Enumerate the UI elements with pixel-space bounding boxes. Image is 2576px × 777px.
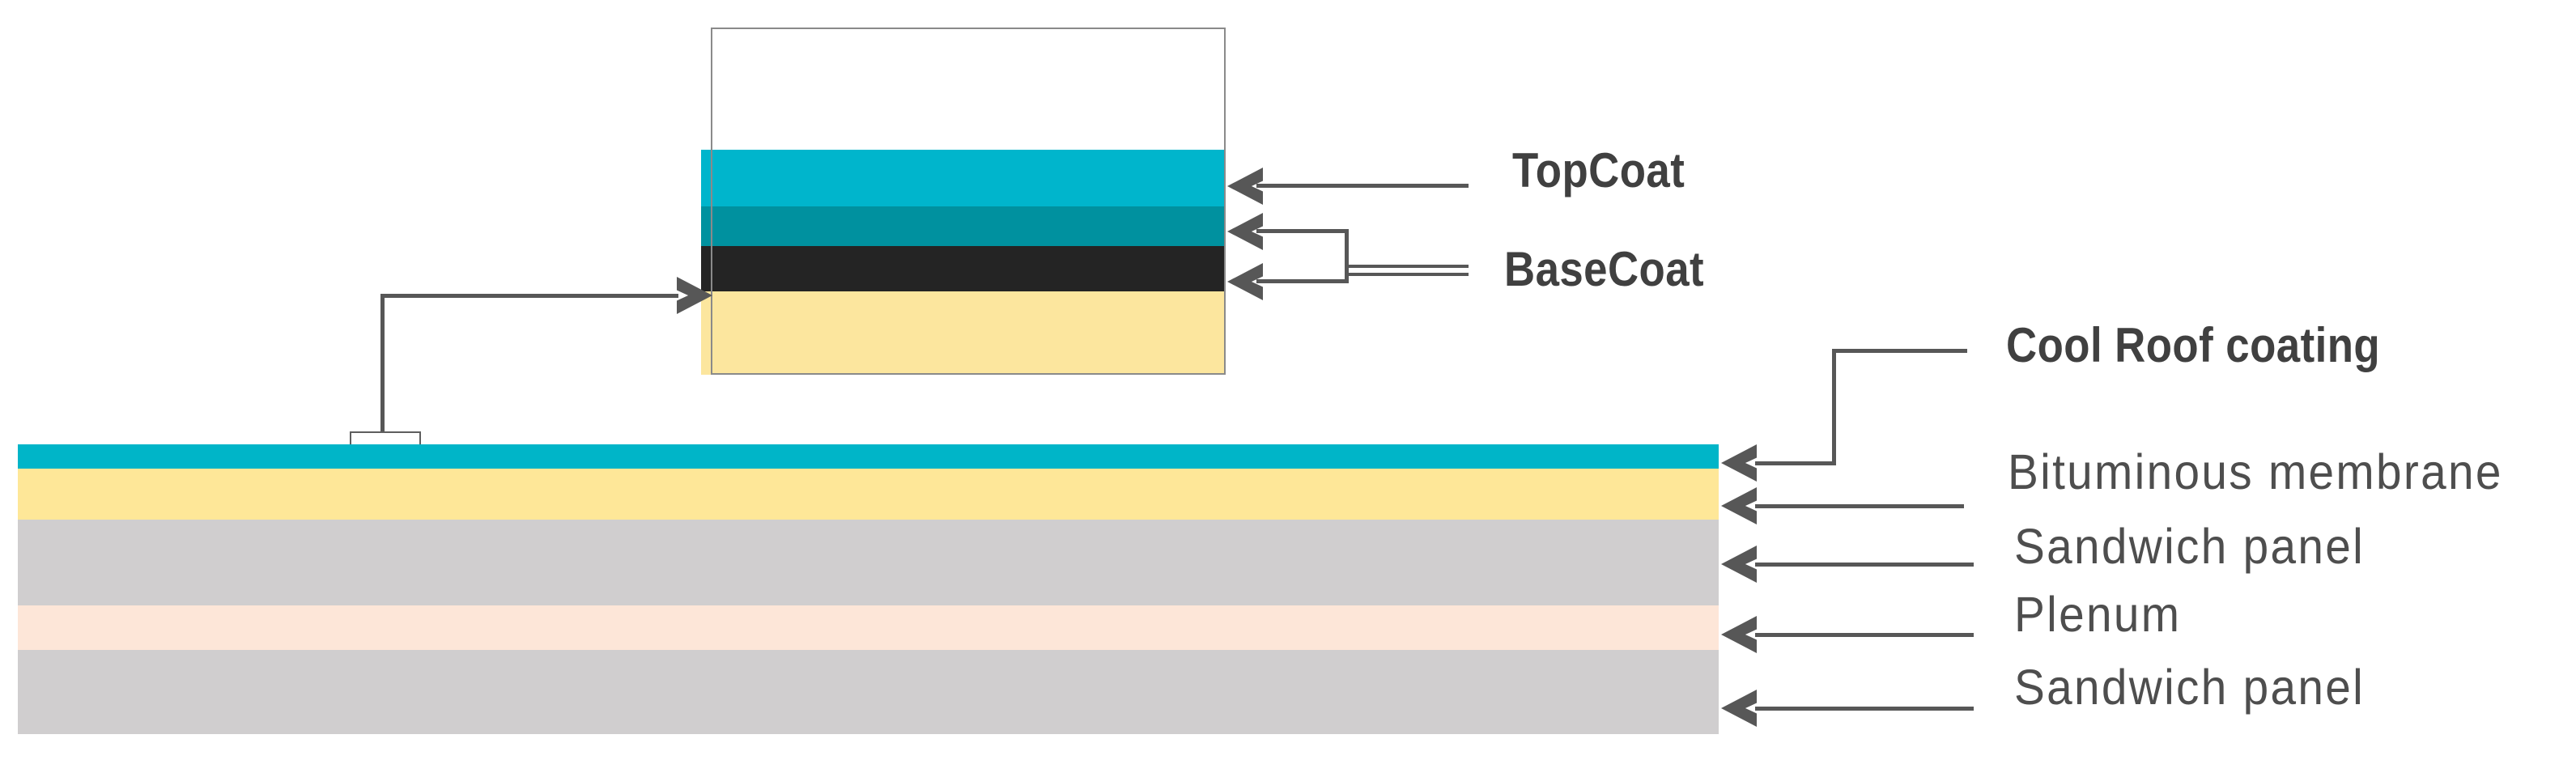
inset-membrane-band	[701, 291, 1226, 375]
cool-roof-coating-label: Cool Roof coating	[2006, 318, 2381, 372]
cool-roof-coating-arrowhead-icon	[1721, 444, 1757, 482]
zoom-connector-horizontal-line	[380, 294, 678, 298]
cool-roof-coating-arrow-line	[1755, 461, 1836, 465]
bituminous-membrane-label: Bituminous membrane	[2008, 444, 2503, 499]
roof-sandwich-panel-top-layer	[18, 520, 1719, 605]
magnified-inset-box	[711, 28, 1226, 375]
cool-roof-coating-elbow-horizontal	[1832, 349, 1967, 353]
cool-roof-coating-elbow-vertical	[1832, 349, 1836, 465]
inset-basecoat-upper-band	[701, 206, 1226, 246]
roof-cool-coating-layer	[18, 444, 1719, 469]
sandwich-panel-bottom-arrow-line	[1755, 707, 1974, 711]
sandwich-panel-bottom-arrowhead-icon	[1721, 690, 1757, 727]
basecoat-label: BaseCoat	[1504, 242, 1705, 296]
basecoat-upper-arrow-line	[1256, 229, 1347, 233]
zoom-connector-vertical-line	[380, 295, 385, 431]
sandwich-panel-top-arrowhead-icon	[1721, 546, 1757, 583]
roof-plenum-layer	[18, 605, 1719, 650]
roof-sandwich-panel-bottom-layer	[18, 650, 1719, 734]
basecoat-double-line	[1349, 265, 1469, 276]
topcoat-label: TopCoat	[1512, 143, 1685, 197]
bituminous-membrane-arrowhead-icon	[1721, 487, 1757, 524]
plenum-arrowhead-icon	[1721, 616, 1757, 653]
sandwich-panel-bottom-label: Sandwich panel	[2014, 660, 2366, 715]
sandwich-panel-top-arrow-line	[1755, 563, 1974, 567]
basecoat-lower-arrow-line	[1256, 279, 1347, 283]
basecoat-bracket-line	[1345, 229, 1349, 283]
inset-basecoat-lower-band	[701, 246, 1226, 291]
inset-topcoat-band	[701, 150, 1226, 206]
sandwich-panel-top-label: Sandwich panel	[2014, 519, 2366, 574]
bituminous-membrane-arrow-line	[1755, 504, 1964, 508]
plenum-label: Plenum	[2014, 587, 2182, 642]
plenum-arrow-line	[1755, 633, 1974, 637]
roof-bituminous-membrane-layer	[18, 469, 1719, 520]
topcoat-arrow-line	[1256, 184, 1469, 188]
